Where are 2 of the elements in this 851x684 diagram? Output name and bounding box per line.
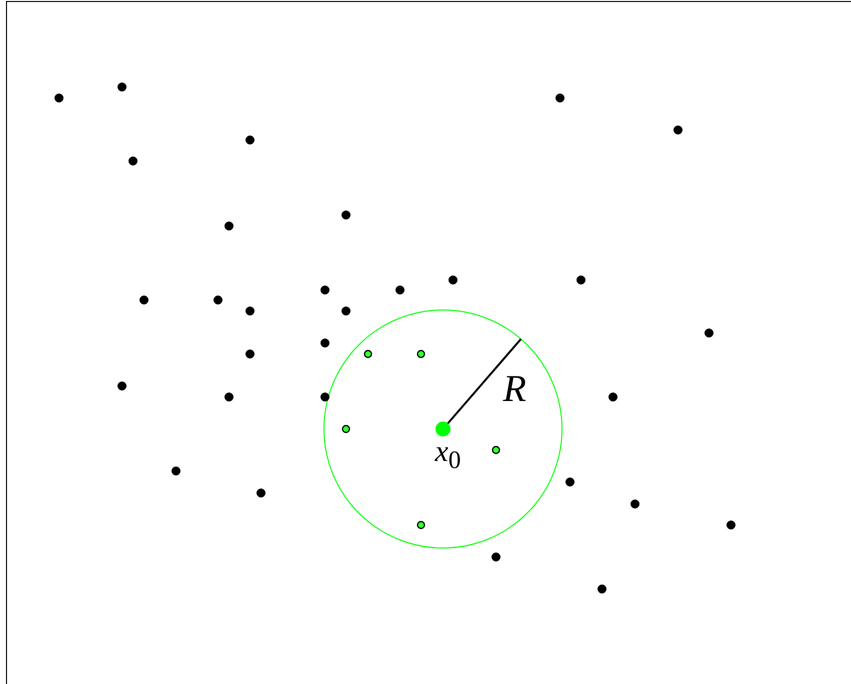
center-label: x$_{0}$ (435, 437, 461, 473)
radius-label: R (503, 370, 526, 408)
